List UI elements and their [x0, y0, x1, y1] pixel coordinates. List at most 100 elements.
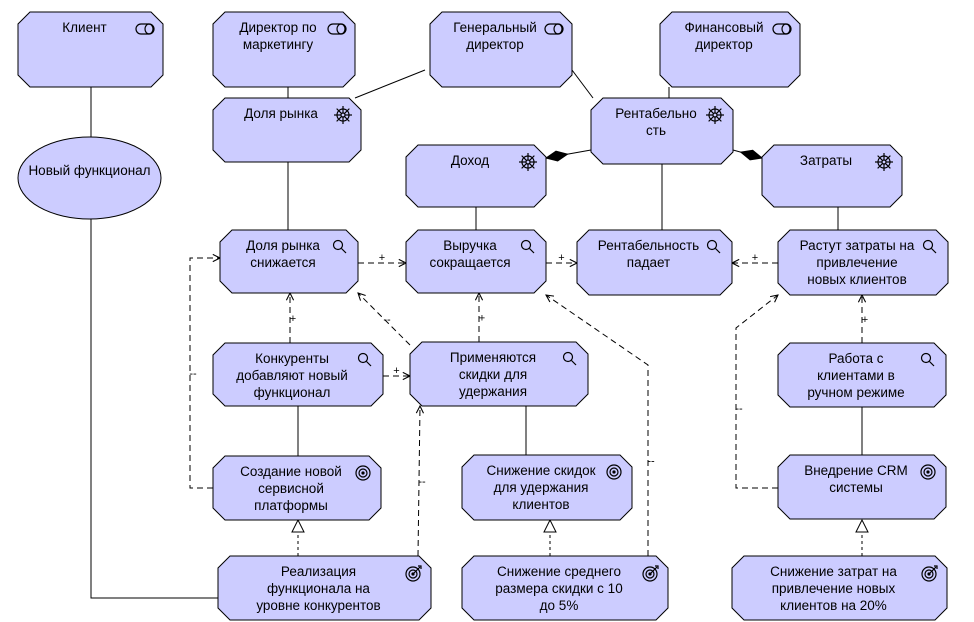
node-label: Конкуренты [255, 351, 329, 366]
node-label: функционал [254, 385, 331, 400]
node-shape [219, 229, 359, 294]
node-shape [17, 11, 164, 88]
node-income[interactable]: Доход [405, 144, 547, 208]
node-label: Директор по [239, 20, 316, 35]
relation-influence-crm-to-costs-grow[interactable]: -- [735, 295, 778, 489]
node-label: Работа с [828, 351, 883, 366]
node-profitability[interactable]: Рентабельно сть [590, 97, 734, 165]
relation-influence-manual-work-to-costs-grow[interactable]: + [862, 295, 868, 343]
relation-influence-revenue-falls-to-profit-falls[interactable]: + [546, 252, 577, 264]
node-costs[interactable]: Затраты [761, 144, 903, 208]
relation-association-general-director-to-profitability[interactable] [571, 69, 594, 99]
node-label: клиентами в [817, 368, 895, 383]
relation-line [546, 295, 649, 556]
relation-association-general-director-to-market-share[interactable] [354, 69, 426, 99]
relation-composition-profitability-to-income[interactable] [546, 149, 592, 158]
node-label: Снижение среднего [497, 564, 621, 579]
relation-line [418, 406, 420, 557]
node-marketing-director[interactable]: Директор по маркетингу [212, 11, 356, 88]
relation-sign: + [379, 252, 385, 264]
node-label: падает [627, 255, 670, 270]
node-manual-work[interactable]: Работа с клиентами в ручном режиме [777, 342, 947, 408]
relation-influence-competitors-to-share-falls[interactable]: + [290, 293, 296, 343]
node-label: добавляют новый [236, 368, 348, 383]
node-label: Внедрение CRM [804, 463, 908, 478]
relation-composition-profitability-to-costs[interactable] [732, 149, 762, 158]
node-label: маркетингу [243, 37, 314, 52]
relation-sign: + [558, 252, 564, 264]
node-label: Доля рынка [244, 106, 318, 121]
node-shape [731, 555, 948, 621]
node-shape [777, 454, 947, 520]
node-label: директор [466, 37, 524, 52]
node-label: Рентабельность [598, 238, 699, 253]
node-label: Генеральный [453, 20, 537, 35]
relation-influence-costs-grow-to-profit-falls[interactable]: + [732, 252, 778, 264]
node-market-share[interactable]: Доля рынка [212, 97, 362, 163]
elements-layer: Клиент Директор по маркетингу Генеральный ди… [17, 11, 949, 621]
node-label: директор [695, 37, 753, 52]
assessment-icon [520, 239, 535, 254]
node-label: Рентабельно [615, 106, 696, 121]
outcome-icon [921, 565, 938, 582]
driver-icon [334, 106, 352, 124]
node-label: Снижение скидок [486, 463, 595, 478]
relation-sign: + [479, 313, 485, 325]
node-avg-discount[interactable]: Снижение среднего размера скидки с 10 до 5… [461, 555, 669, 621]
stakeholder-icon [772, 23, 792, 35]
node-competitors[interactable]: Конкуренты добавляют новый функционал [212, 342, 384, 407]
relation-sign: -- [735, 403, 743, 415]
driver-icon [706, 106, 724, 124]
node-label: новых клиентов [807, 272, 907, 287]
relation-influence-service-platform-to-share-falls[interactable]: -- [189, 258, 220, 489]
relation-association-new-feature-to-realize-feature[interactable] [90, 219, 218, 599]
relation-line [189, 258, 220, 489]
node-shape [212, 342, 384, 407]
node-profit-falls[interactable]: Рентабельность падает [576, 229, 733, 296]
node-shape [409, 341, 589, 407]
node-label: Новый функционал [28, 163, 150, 178]
goal-icon [355, 465, 371, 481]
relation-sign: + [393, 365, 399, 377]
node-new-feature[interactable]: Новый функционал [17, 136, 162, 220]
node-label: уровне конкурентов [256, 598, 380, 613]
relation-influence-competitors-to-discounts[interactable]: + [383, 365, 410, 377]
node-label: Реализация [281, 564, 356, 579]
relation-influence-avg-discount-to-revenue-falls[interactable]: -- [546, 295, 655, 556]
stakeholder-icon [544, 23, 564, 35]
node-label: сть [646, 123, 666, 138]
relation-influence-share-falls-to-revenue-falls[interactable]: + [358, 252, 406, 264]
outcome-icon [405, 565, 422, 582]
node-label: системы [829, 480, 883, 495]
relation-influence-discounts-to-share-falls[interactable]: -- [358, 293, 411, 346]
node-shape [17, 136, 162, 220]
node-shape [777, 229, 949, 296]
assessment-icon [332, 239, 347, 254]
outcome-icon [642, 565, 659, 582]
node-crm[interactable]: Внедрение CRM системы [777, 454, 947, 520]
relation-line [571, 69, 594, 99]
node-label: размера скидки с 10 [495, 581, 622, 596]
node-shape [461, 555, 669, 621]
relation-influence-discounts-to-revenue-falls[interactable]: + [479, 293, 485, 342]
node-client[interactable]: Клиент [17, 11, 164, 88]
relation-influence-realize-feature-to-discounts[interactable]: -- [418, 406, 426, 557]
node-label: Выручка [443, 238, 497, 253]
node-shape [217, 555, 432, 621]
node-shape [576, 229, 733, 296]
node-label: до 5% [540, 598, 579, 613]
node-label: снижается [250, 255, 315, 270]
node-general-director[interactable]: Генеральный директор [429, 11, 573, 88]
relation-sign: -- [418, 476, 426, 488]
stakeholder-icon [135, 23, 155, 35]
node-label: ручном режиме [807, 385, 904, 400]
